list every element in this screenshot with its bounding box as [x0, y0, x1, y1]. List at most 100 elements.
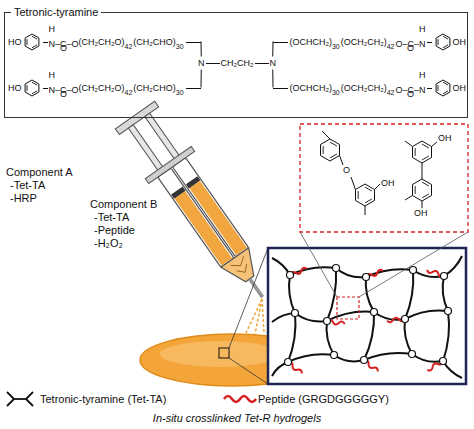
- zoom-square: [337, 297, 359, 319]
- tetronic-symbol: [7, 392, 14, 399]
- component-item: -Peptide: [90, 224, 157, 237]
- benzene-ring: [433, 78, 453, 98]
- crosslink-point: [445, 308, 452, 315]
- crosslink-point: [363, 274, 370, 281]
- benzene-ring: [433, 32, 453, 52]
- double-bond: [422, 182, 429, 186]
- needle: [248, 278, 263, 298]
- atom-label: OH: [437, 133, 453, 144]
- spray-stream: [255, 299, 262, 334]
- double-bond: [437, 85, 438, 91]
- polymer-chain: [374, 312, 405, 320]
- atom-label: 42: [387, 43, 395, 51]
- plunger-stopper: [186, 176, 200, 188]
- double-bond: [358, 191, 359, 199]
- atom-label: O: [342, 165, 351, 176]
- bond-line: [273, 88, 288, 89]
- substituent-bond: [322, 131, 330, 139]
- atom-label: OH: [380, 178, 396, 189]
- legend-text: Peptide (GRGDGGGGGY): [258, 392, 389, 406]
- atom-label: (OCHCH₂): [289, 37, 332, 48]
- tetronic-symbol: [7, 399, 14, 406]
- double-bond: [330, 154, 337, 158]
- zoom-line: [300, 232, 337, 297]
- atom-label: H: [49, 70, 56, 81]
- ether-bond: [351, 177, 355, 190]
- zoom-line: [229, 248, 268, 348]
- atom-label: H: [419, 70, 426, 81]
- bond-line: [186, 88, 201, 89]
- double-bond: [365, 199, 372, 203]
- polymer-chain: [288, 354, 334, 362]
- polymer-chain: [405, 270, 413, 319]
- amide-group: N–C–OHO: [49, 79, 79, 97]
- bond-line: [201, 42, 202, 57]
- atom-label: HO: [8, 83, 22, 94]
- crosslink-point: [409, 351, 416, 358]
- double-bond: [443, 91, 448, 94]
- component-title: Component B: [90, 198, 157, 211]
- biphenyl-bond: [422, 163, 423, 179]
- polymer-chain: [295, 313, 327, 322]
- tetronic-symbol: [26, 392, 33, 399]
- atom-label: H: [419, 24, 426, 35]
- polymer-chain: [405, 310, 448, 319]
- polymer-chain: [443, 311, 449, 361]
- crosslink-point: [402, 316, 409, 323]
- component-item: -Tet-TA: [90, 211, 157, 224]
- barrel-flange: [145, 146, 194, 183]
- double-bond: [422, 194, 429, 198]
- bond-line: [43, 42, 48, 43]
- double-bond: [330, 142, 337, 146]
- atom-label: OH: [453, 83, 467, 94]
- benzene-ring: [25, 80, 39, 96]
- bond-line: [427, 88, 432, 89]
- crosslink-point: [441, 273, 448, 280]
- double-bond: [323, 146, 324, 154]
- component-liquid: [174, 191, 232, 266]
- crosslink-point: [331, 352, 338, 359]
- atom-label: N: [198, 58, 205, 69]
- atom-label: 30: [332, 43, 340, 51]
- crosslink-point: [285, 359, 292, 366]
- plunger-stopper: [171, 187, 185, 199]
- atom-label: 42: [387, 89, 395, 97]
- arm-row: (OCHCH₂)30(OCH₂CH₂)42O–C–NHOOH: [272, 78, 466, 98]
- atom-label: O: [60, 89, 67, 100]
- benzene-ring: [413, 179, 432, 201]
- benzene-ring: [25, 34, 39, 50]
- atom-label: 42: [125, 43, 133, 51]
- component-list: Component A-Tet-TA-HRP: [6, 166, 73, 205]
- bond-line: [273, 42, 288, 43]
- double-bond: [32, 45, 37, 48]
- bond-line: [427, 42, 432, 43]
- component-item: -Tet-TA: [6, 179, 73, 192]
- inset-box: [300, 124, 468, 232]
- arm-row: HON–C–OHO(CH₂CH₂O)42(CH₂CHO)30: [8, 32, 202, 52]
- arm-row: HON–C–OHO(CH₂CH₂O)42(CH₂CHO)30: [8, 78, 202, 98]
- polymer-chain: [327, 268, 336, 321]
- polymer-chain: [412, 354, 443, 362]
- atom-label: O: [407, 89, 414, 100]
- mixing-tip: [221, 248, 264, 289]
- legend-text: Tetronic-tyramine (Tet-TA): [40, 392, 166, 406]
- crosslink-point: [371, 309, 378, 316]
- arm-row: (OCHCH₂)30(OCH₂CH₂)42O–C–NHOOH: [272, 32, 466, 52]
- atom-label: 30: [176, 43, 184, 51]
- polymer-chain: [336, 268, 366, 277]
- benzene-ring: [413, 141, 432, 163]
- crosslink-point: [292, 310, 299, 317]
- crosslink-point: [410, 267, 417, 274]
- polymer-chain: [327, 321, 334, 355]
- polymer-chain: [366, 277, 374, 312]
- atom-label: CH₂CH₂: [221, 58, 254, 69]
- bond-line: [272, 42, 273, 57]
- double-bond: [415, 186, 416, 194]
- bond-line: [255, 63, 269, 64]
- atom-label: (CH₂CH₂O): [79, 37, 125, 48]
- atom-label: O: [60, 43, 67, 54]
- crosslink-point: [287, 272, 294, 279]
- hydroxyl-bond: [422, 201, 423, 208]
- component-list: Component B-Tet-TA-Peptide-H₂O₂: [90, 198, 157, 250]
